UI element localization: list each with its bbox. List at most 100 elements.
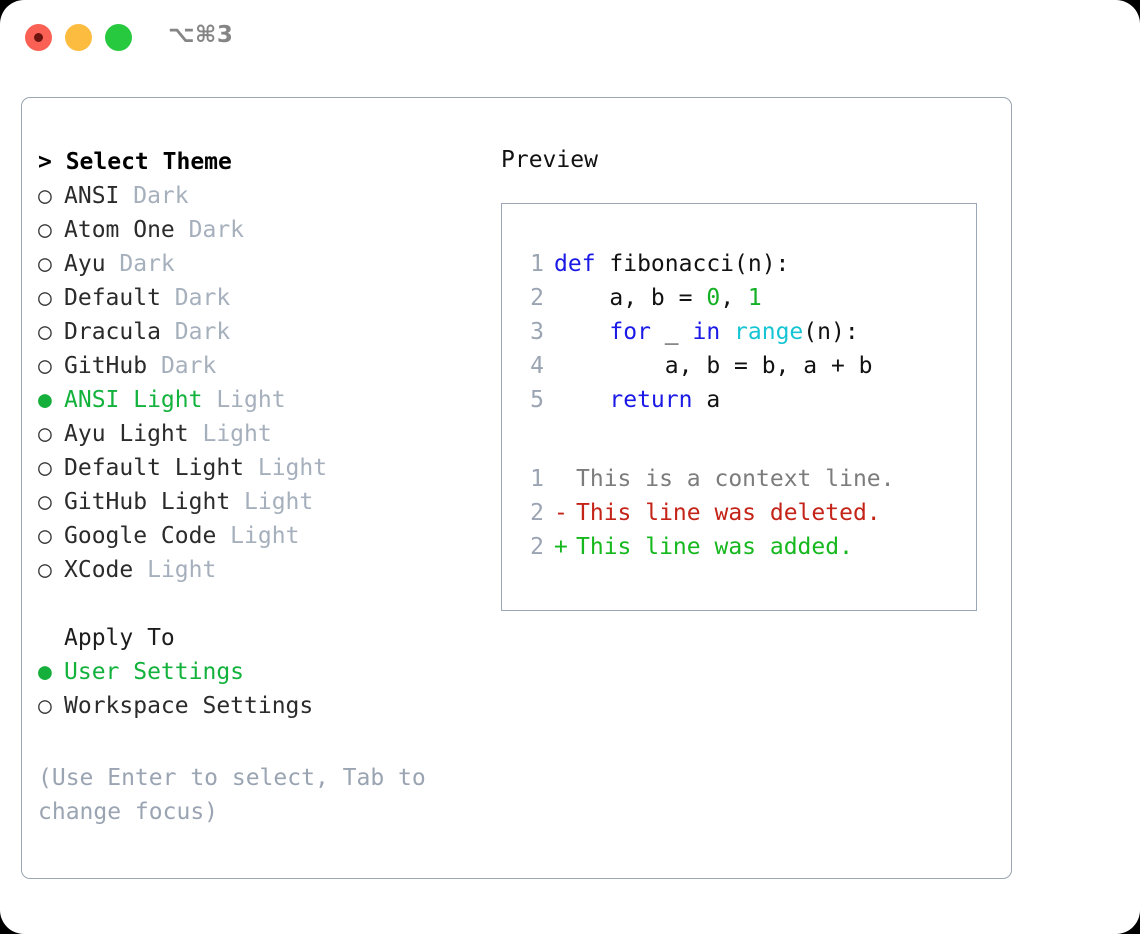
recording-indicator-icon [34,33,43,42]
line-number: 4 [530,353,544,379]
diff-line: 1 This is a context line. [520,462,970,496]
line-number: 2 [530,285,544,311]
keyboard-hint: (Use Enter to select, Tab to change focu… [38,765,426,825]
theme-kind-badge: Dark [119,183,189,209]
radio-unselected-icon: ○ [38,489,52,515]
line-number: 3 [530,319,544,345]
theme-list: ○ANSI Dark○Atom One Dark○Ayu Dark○Defaul… [38,179,478,587]
diff-line: 2 + This line was added. [520,530,970,564]
diff-text: This is a context line. [576,466,895,492]
preview-title: Preview [501,147,598,173]
theme-kind-badge: Light [202,387,286,413]
theme-list-item[interactable]: ○ XCode Light [38,553,478,587]
theme-list-item[interactable]: ○ ANSI Dark [38,179,478,213]
code-token: a, b = [554,285,707,311]
diff-marker: + [554,534,568,560]
code-token: a [692,387,721,413]
theme-name: ANSI [64,183,120,209]
radio-unselected-icon: ○ [38,183,52,209]
apply-to-option[interactable]: ● User Settings [38,655,478,689]
title-bar: ⌥⌘3 [0,0,1140,78]
theme-kind-badge: Dark [160,285,231,311]
radio-unselected-icon: ○ [38,455,52,481]
radio-unselected-icon: ○ [38,693,52,719]
theme-kind-badge: Dark [147,353,217,379]
apply-to-header: Apply To [64,625,175,651]
theme-picker: > Select Theme ○ANSI Dark○Atom One Dark○… [38,145,478,723]
radio-unselected-icon: ○ [38,523,52,549]
code-line: 3 for _ in range(n): [520,315,970,349]
zoom-button[interactable] [105,24,132,51]
theme-name: Google Code [64,523,217,549]
main-panel: > Select Theme ○ANSI Dark○Atom One Dark○… [21,97,1012,879]
theme-list-item[interactable]: ○Ayu Light Light [38,417,478,451]
code-token: for [609,319,651,345]
code-line: 5 return a [520,383,970,417]
radio-unselected-icon: ○ [38,557,52,583]
code-token: def [554,251,596,277]
theme-kind-badge: Light [216,523,300,549]
line-number: 2 [530,534,544,560]
line-number: 1 [530,466,544,492]
code-token: a, b = b, a + b [554,353,873,379]
line-number: 2 [530,500,544,526]
code-token [720,319,734,345]
code-token: 0 [706,285,721,311]
theme-picker-header: > Select Theme [38,149,232,175]
radio-unselected-icon: ○ [38,217,52,243]
theme-list-item[interactable]: ○ Google Code Light [38,519,478,553]
radio-unselected-icon: ○ [38,353,52,379]
code-token [554,319,609,345]
code-token: in [692,319,721,345]
code-token: , [720,285,748,311]
code-line: 1 def fibonacci(n): [520,247,970,281]
theme-name: ANSI Light [64,387,203,413]
diff-marker [554,462,576,496]
theme-kind-badge: Light [244,455,328,481]
theme-name: Default [64,285,161,311]
theme-name: GitHub [64,353,148,379]
line-number: 1 [530,251,544,277]
radio-selected-icon: ● [38,659,52,685]
radio-selected-icon: ● [38,387,52,413]
theme-list-item[interactable]: ○ Atom One Dark [38,213,478,247]
code-token: fibonacci(n): [595,251,790,277]
apply-to-options: ● User Settings ○ Workspace Settings [38,655,478,723]
theme-name: Ayu Light [64,421,189,447]
diff-sample: 1 This is a context line. 2-This line was… [520,462,970,564]
diff-marker: - [554,500,568,526]
code-token: range [734,319,804,345]
theme-list-item[interactable]: ○ GitHub Dark [38,349,478,383]
theme-list-item[interactable]: ○Default Light Light [38,451,478,485]
code-line: 2 a, b = 0, 1 [520,281,970,315]
theme-kind-badge: Light [133,557,217,583]
theme-list-item[interactable]: ○ Default Dark [38,281,478,315]
diff-text: This line was added. [576,534,853,560]
theme-kind-badge: Light [230,489,314,515]
code-token: return [609,387,693,413]
theme-list-item[interactable]: ○ GitHub Light Light [38,485,478,519]
diff-text: This line was deleted. [576,500,881,526]
minimize-button[interactable] [65,24,92,51]
theme-name: Atom One [64,217,175,243]
theme-kind-badge: Dark [160,319,231,345]
theme-name: GitHub Light [64,489,231,515]
theme-list-item[interactable]: ○Ayu Dark [38,247,478,281]
apply-to-option-label: Workspace Settings [64,693,314,719]
keyboard-shortcut-label: ⌥⌘3 [168,22,234,48]
theme-name: XCode [64,557,134,583]
apply-to-option-label: User Settings [64,659,245,685]
apply-to-option[interactable]: ○ Workspace Settings [38,689,478,723]
preview-section: Preview [501,145,991,175]
radio-unselected-icon: ○ [38,421,52,447]
radio-unselected-icon: ○ [38,285,52,311]
theme-list-item[interactable]: ○Dracula Dark [38,315,478,349]
code-token: _ [650,319,693,345]
close-button[interactable] [25,24,52,51]
theme-kind-badge: Dark [174,217,245,243]
theme-list-item[interactable]: ● ANSI Light Light [38,383,478,417]
code-token [554,387,609,413]
theme-kind-badge: Dark [105,251,175,277]
